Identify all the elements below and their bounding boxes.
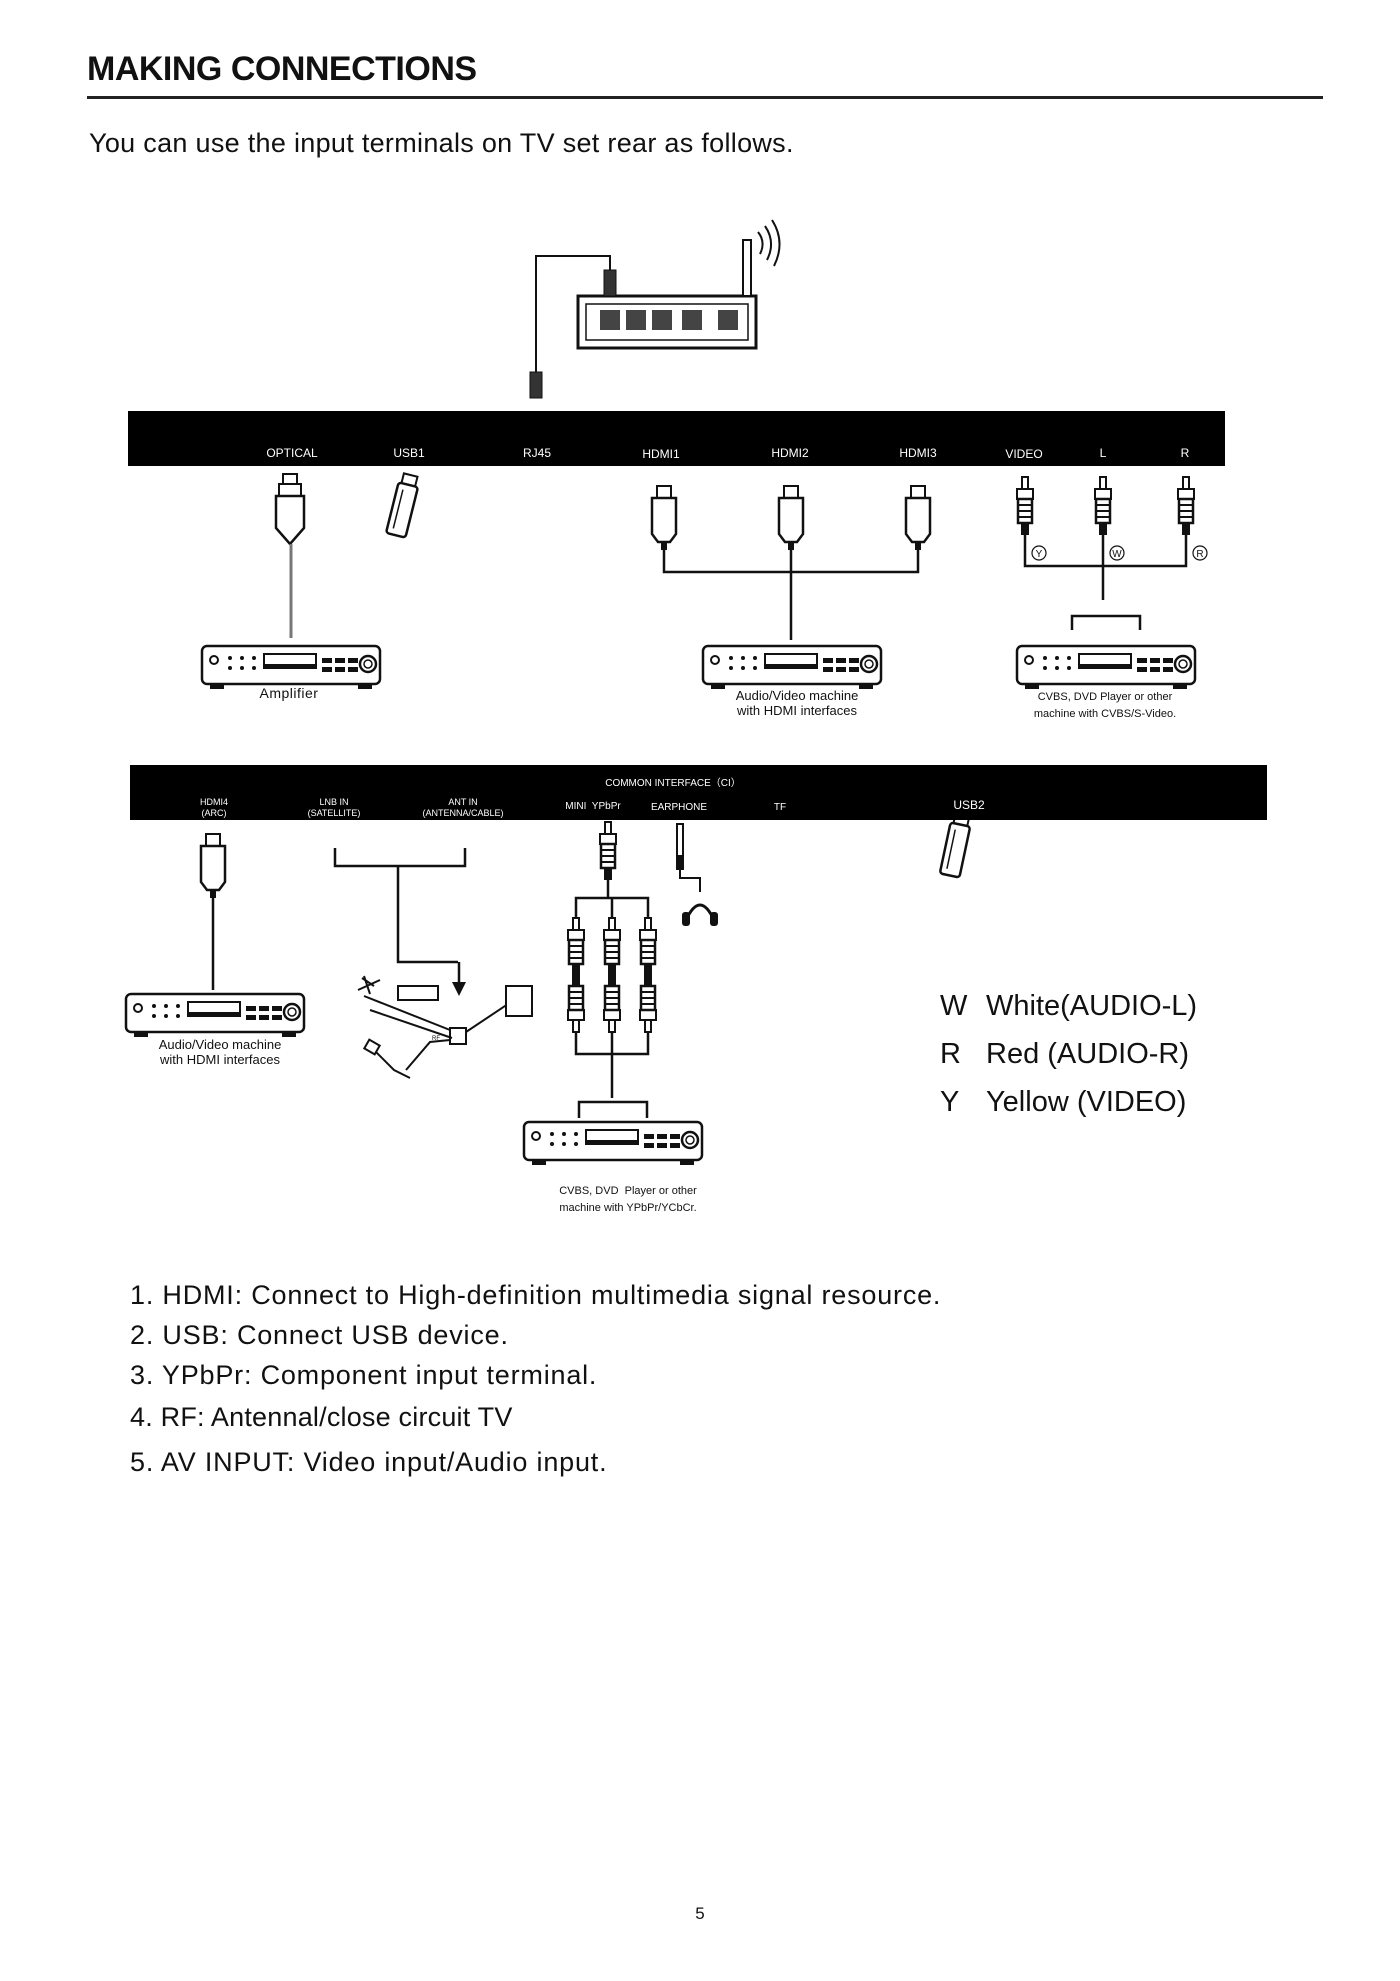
av-hdmi-machine-icon [701,644,883,691]
port-hdmi1: HDMI1 [642,447,680,461]
title-rule [87,96,1323,99]
legend-red: R Red (AUDIO-R) [940,1038,1189,1071]
caption-av-hdmi-bottom: Audio/Video machine with HDMI interfaces [158,1037,282,1067]
port-tf: TF [773,802,787,813]
page-title: MAKING CONNECTIONS [87,50,477,88]
component-connection [566,820,718,1118]
usb2-stick-icon [938,811,974,879]
optical-cable [274,473,306,638]
port-rj45: RJ45 [522,446,552,460]
cvbs-ypbpr-player-icon [522,1120,704,1167]
port-usb1: USB1 [393,446,425,460]
port-usb2: USB2 [953,798,985,812]
av-hdmi-machine-bottom-icon [124,992,306,1039]
rear-panel-top [128,411,1225,466]
list-item: 3. YPbPr: Component input terminal. [130,1360,598,1390]
caption-av-hdmi-top: Audio/Video machine with HDMI interfaces [735,688,859,718]
caption-amplifier: Amplifier [259,685,319,701]
rca-video-plug-icon [1015,475,1035,537]
page-number: 5 [695,1904,705,1923]
rf-label: RF [432,1036,440,1042]
hdmi1-plug-icon [650,484,678,552]
amplifier-icon [200,644,382,691]
common-interface-label: COMMON INTERFACE（CI） [605,778,741,789]
legend-key: W [940,990,968,1022]
plug-marks: Y W R [1031,545,1208,561]
hdmi4-plug-icon [199,832,227,900]
rear-panel-bottom [130,765,1267,820]
port-video: VIDEO [1005,447,1043,461]
hdmi2-plug-icon [777,484,805,552]
caption-cvbs-top: CVBS, DVD Player or other machine with C… [1033,691,1177,720]
antenna-connection: RF [333,848,533,1079]
list-item: 5. AV INPUT: Video input/Audio input. [130,1447,608,1477]
port-optical: OPTICAL [266,446,318,460]
cvbs-player-icon [1015,644,1197,691]
intro-text: You can use the input terminals on TV se… [89,128,794,158]
rca-l-plug-icon [1093,475,1113,537]
legend-text: Red (AUDIO-R) [986,1038,1190,1070]
rca-r-plug-icon [1176,475,1196,537]
router-icon [529,219,781,399]
legend-white: W White(AUDIO-L) [940,990,1197,1023]
caption-cvbs-bottom: CVBS, DVD Player or other machine with Y… [559,1185,697,1214]
port-l: L [1099,446,1107,460]
plug-mark-r: R [1196,549,1203,560]
list-item: 2. USB: Connect USB device. [130,1320,509,1350]
list-item: 4. RF: Antennal/close circuit TV [130,1402,513,1432]
port-earphone: EARPHONE [650,802,708,813]
legend-text: Yellow (VIDEO) [986,1086,1187,1118]
list-item: 1. HDMI: Connect to High-definition mult… [130,1280,942,1310]
legend-text: White(AUDIO-L) [986,990,1198,1022]
port-ant-in: ANT IN (ANTENNA/CABLE) [422,797,504,818]
hdmi3-plug-icon [904,484,932,552]
plug-mark-y: Y [1036,549,1043,560]
usb-stick-icon [384,471,422,539]
port-hdmi2: HDMI2 [771,446,809,460]
port-lnb-in: LNB IN (SATELLITE) [307,797,361,818]
port-hdmi3: HDMI3 [899,446,937,460]
port-r: R [1180,446,1190,460]
legend-key: Y [940,1086,960,1118]
port-mini-ypbpr: MINI YPbPr [565,801,621,812]
legend-yellow: Y Yellow (VIDEO) [940,1086,1186,1119]
legend-key: R [940,1038,961,1070]
port-hdmi4-arc: HDMI4 (ARC) [199,797,229,818]
plug-mark-w: W [1112,549,1122,560]
